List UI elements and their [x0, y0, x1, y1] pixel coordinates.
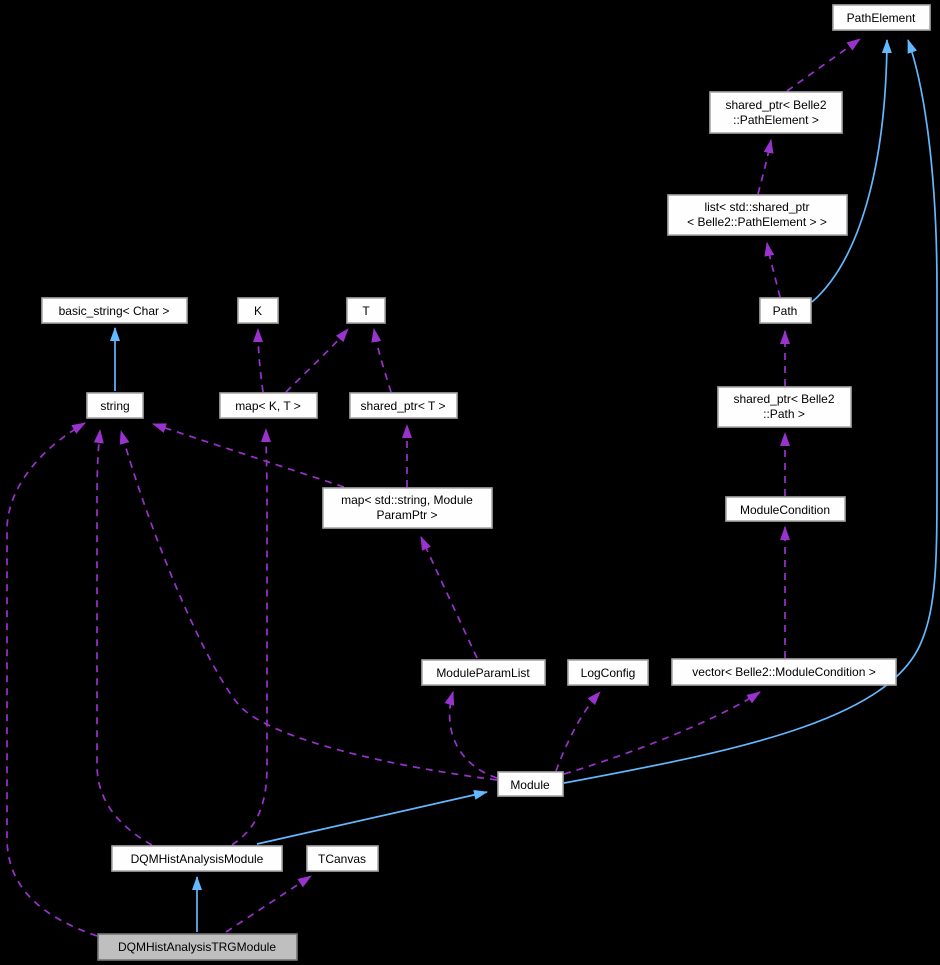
edge-dqmhistanalysismodule-to-string [93, 429, 153, 846]
node-label: K [254, 304, 262, 318]
node-label: shared_ptr< T > [361, 399, 446, 413]
node-label: T [362, 304, 370, 318]
edge-moduleparamlist-to-map-string [420, 536, 478, 659]
node-label: LogConfig [581, 666, 636, 680]
node-label-line2: < Belle2::PathElement > > [687, 215, 827, 229]
node-label: DQMHistAnalysisModule [131, 852, 264, 866]
edge-dqmhistanalysismodule-to-map-kt [231, 428, 272, 846]
node-logconfig[interactable]: LogConfig [567, 659, 649, 686]
edge-sharedptr-t-to-t [371, 328, 392, 393]
node-dqmhistanalysistrgmodule: DQMHistAnalysisTRGModule [97, 933, 298, 961]
node-label-line1: list< std::shared_ptr [704, 200, 809, 214]
edge-map-kt-to-k [253, 328, 264, 393]
node-path[interactable]: Path [759, 297, 812, 324]
node-basic-string-char[interactable]: basic_string< Char > [41, 297, 188, 324]
edge-dqmhistanalysistrgmodule-to-string [6, 422, 98, 937]
node-shared-ptr-pathelement[interactable]: shared_ptr< Belle2 ::PathElement > [709, 91, 843, 134]
node-label-line2: ::PathElement > [733, 113, 819, 127]
node-label-line1: map< std::string, Module [341, 493, 473, 507]
node-vector-modulecondition[interactable]: vector< Belle2::ModuleCondition > [671, 658, 897, 686]
node-label: PathElement [847, 11, 916, 25]
edge-dqmhistanalysismodule-to-module [256, 789, 488, 845]
node-tcanvas[interactable]: TCanvas [306, 845, 379, 872]
edge-module-to-string [119, 430, 498, 781]
node-label-line2: ParamPtr > [376, 508, 437, 522]
node-map-k-t[interactable]: map< K, T > [219, 392, 318, 419]
node-map-string-moduleparamptr[interactable]: map< std::string, Module ParamPtr > [322, 487, 493, 529]
edge-sharedptr-pathelement-to-pathelement [786, 38, 861, 92]
node-label: TCanvas [318, 852, 366, 866]
edge-module-to-pathelement [563, 39, 938, 784]
node-label: Module [510, 778, 550, 792]
node-label: ModuleParamList [436, 666, 530, 680]
edge-path-to-pathelement [811, 39, 892, 303]
node-label: DQMHistAnalysisTRGModule [118, 940, 276, 954]
edge-module-to-vector-modulecondition [563, 691, 761, 775]
node-moduleparamlist[interactable]: ModuleParamList [421, 659, 546, 686]
node-shared-ptr-path[interactable]: shared_ptr< Belle2 ::Path > [717, 386, 852, 428]
node-label: map< K, T > [235, 399, 301, 413]
node-shared-ptr-t[interactable]: shared_ptr< T > [349, 392, 458, 419]
node-label-line1: shared_ptr< Belle2 [733, 392, 834, 406]
edge-map-string-to-string [152, 423, 345, 488]
node-label: Path [773, 304, 798, 318]
node-list-shared-ptr-pathelement[interactable]: list< std::shared_ptr < Belle2::PathElem… [667, 194, 848, 236]
node-dqmhistanalysismodule[interactable]: DQMHistAnalysisModule [111, 845, 283, 872]
nodes: PathElement shared_ptr< Belle2 ::PathEle… [41, 4, 931, 961]
edge-path-to-list [764, 242, 781, 298]
edge-module-to-moduleparamlist [444, 691, 498, 779]
edge-dqmhistanalysistrgmodule-to-tcanvas [225, 875, 312, 933]
node-label: basic_string< Char > [59, 304, 170, 318]
node-label-line2: ::Path > [763, 407, 805, 421]
node-string[interactable]: string [86, 392, 144, 419]
node-label: ModuleCondition [740, 503, 830, 517]
node-label: vector< Belle2::ModuleCondition > [692, 665, 875, 679]
node-t[interactable]: T [346, 297, 386, 324]
node-pathelement[interactable]: PathElement [832, 4, 931, 31]
node-label: string [100, 399, 129, 413]
edge-map-kt-to-t [285, 328, 349, 393]
node-modulecondition[interactable]: ModuleCondition [725, 496, 846, 522]
node-k[interactable]: K [237, 297, 279, 324]
edge-module-to-logconfig [555, 691, 601, 772]
edge-list-to-sharedptr-pathelement [757, 139, 774, 195]
node-label-line1: shared_ptr< Belle2 [725, 98, 826, 112]
edges [6, 38, 938, 937]
node-module[interactable]: Module [497, 771, 564, 797]
